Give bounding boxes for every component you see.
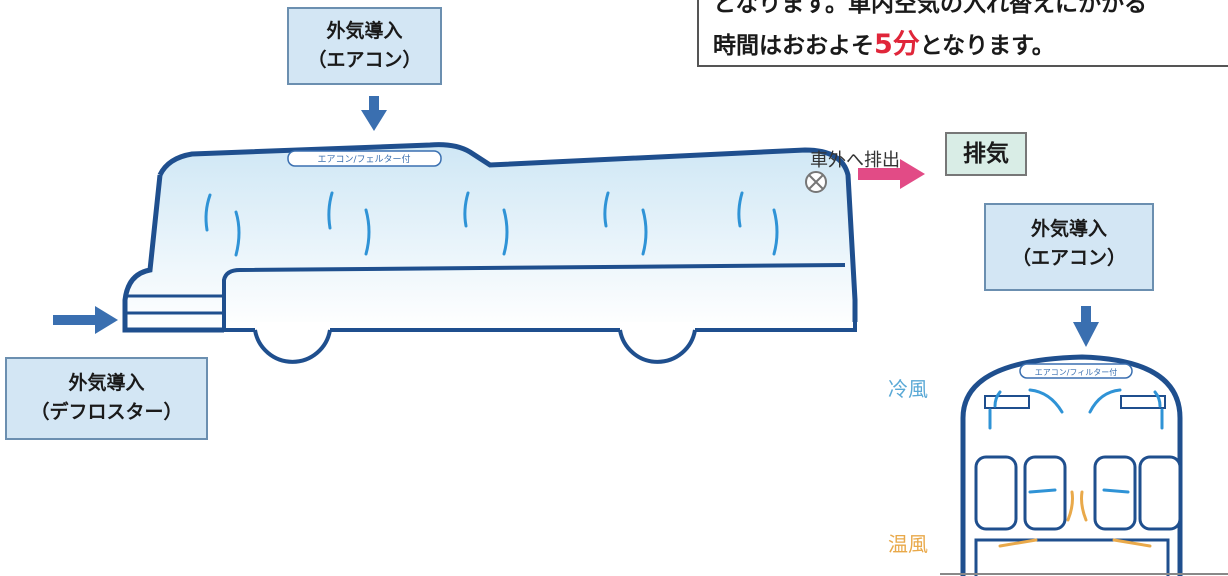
top-intake-title: 外気導入 (326, 20, 403, 42)
cross-filter-tag (1019, 363, 1133, 379)
left-intake-arrow (53, 306, 118, 334)
exhaust-label: 排気 (945, 132, 1027, 176)
intake-arrows (53, 96, 1099, 347)
right-intake-label: 外気導入 （エアコン） (984, 203, 1154, 291)
note-suffix: となります。 (919, 33, 1055, 59)
cross-filter-label: エアコン/フィルター付 (1035, 367, 1118, 377)
right-intake-arrow (1073, 306, 1099, 347)
note-line-2: 時間はおおよそ5分となります。 (713, 22, 1055, 61)
front-wheel (253, 329, 332, 364)
note-highlight: 5分 (874, 29, 920, 60)
note-line-1: となります。車内空気の入れ替えにかかる (713, 0, 1148, 17)
note-prefix: 時間はおおよそ (713, 33, 874, 59)
left-intake-subtitle: （デフロスター） (30, 401, 183, 424)
explanation-note: となります。車内空気の入れ替えにかかる 時間はおおよそ5分となります。 (697, 0, 1228, 67)
left-intake-label: 外気導入 （デフロスター） (5, 357, 208, 440)
bus-cross-section: エアコン/フィルター付 (940, 354, 1228, 576)
cold-airflow (988, 388, 1164, 494)
exhaust-arrow (858, 159, 925, 189)
top-intake-arrow (361, 96, 387, 131)
right-intake-subtitle: （エアコン） (1011, 247, 1126, 270)
roof-filter-tag (287, 150, 442, 167)
top-intake-subtitle: （エアコン） (307, 49, 422, 72)
top-intake-label: 外気導入 （エアコン） (287, 7, 442, 85)
airflow-lines (204, 191, 779, 257)
cold-air-label: 冷風 (888, 377, 928, 401)
exhaust-text: 車外へ排出 (810, 150, 900, 171)
warm-airflow (998, 490, 1152, 548)
bus-side-view: エアコン/フェルター付 (122, 142, 858, 364)
left-intake-title: 外気導入 (68, 372, 145, 394)
rear-wheel (618, 329, 697, 364)
warm-air-label: 温風 (888, 532, 928, 556)
right-intake-title: 外気導入 (1030, 218, 1107, 240)
roof-filter-label: エアコン/フェルター付 (317, 154, 410, 165)
exhaust-fan-icon (805, 171, 827, 193)
seats (974, 455, 1182, 531)
